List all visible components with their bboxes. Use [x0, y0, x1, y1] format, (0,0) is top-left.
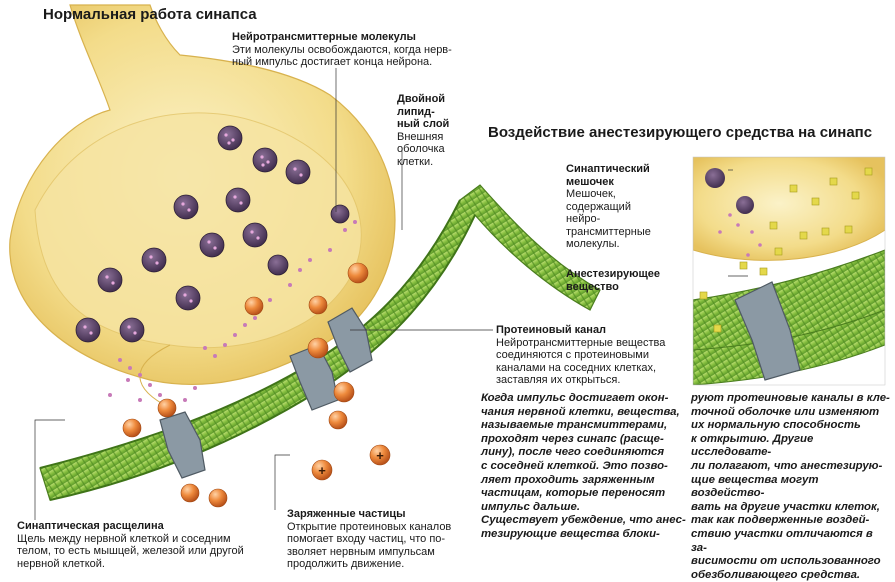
- body-text-right: руют протеиновые каналы в кле- точной об…: [691, 392, 890, 581]
- inset-frame: [692, 156, 886, 386]
- protein-channel-label-title: Протеиновый канал: [496, 324, 607, 336]
- anesthetic-label: Анестезирующее вещество: [566, 268, 676, 293]
- anesthetic-inset: [693, 157, 885, 385]
- vesicle-label: Синаптический мешочек Мешочек, содержащи…: [566, 163, 676, 251]
- protein-channel-label-text: Нейротрансмиттерные вещества соединяются…: [496, 336, 666, 387]
- charged-particles-label-text: Открытие протеиновых каналов помогает вх…: [287, 520, 452, 571]
- normal-synapse-title: Нормальная работа синапса: [43, 6, 257, 23]
- bilayer-label-title: Двойной липид- ный слой: [397, 93, 450, 130]
- synaptic-cleft-label-title: Синаптическая расщелина: [17, 520, 164, 532]
- vesicle-dots: [83, 133, 303, 335]
- plus-signs: + +: [318, 448, 384, 478]
- synaptic-cleft-label: Синаптическая расщелина Щель между нервн…: [17, 520, 287, 570]
- synaptic-cleft-label-text: Щель между нервной клеткой и соседним те…: [17, 532, 244, 570]
- anesthetic-title: Воздействие анестезирующего средства на …: [488, 124, 873, 141]
- body-text-left: Когда импульс достигает окон- чания нерв…: [481, 392, 686, 540]
- protein-channel-label: Протеиновый канал Нейротрансмиттерные ве…: [496, 324, 686, 387]
- leader-lines: [34, 68, 748, 520]
- anesthetic-label-title: Анестезирующее вещество: [566, 268, 661, 293]
- plus-sign-1: +: [318, 463, 326, 478]
- plus-sign-2: +: [376, 448, 384, 463]
- neurotransmitter-label-title: Нейротрансмиттерные молекулы: [232, 31, 416, 43]
- bilayer-label-text: Внешняя оболочка клетки.: [397, 130, 445, 168]
- neurotransmitter-label: Нейротрансмиттерные молекулы Эти молекул…: [232, 31, 492, 69]
- neurotransmitter-label-text: Эти молекулы освобождаются, когда нерв- …: [232, 43, 452, 69]
- vesicle-label-title: Синаптический мешочек: [566, 163, 650, 188]
- vesicle-label-text: Мешочек, содержащий нейро- трансмиттерны…: [566, 188, 651, 250]
- synaptic-vesicles: [75, 125, 350, 343]
- charged-particles-label-title: Заряженные частицы: [287, 508, 406, 520]
- bilayer-label: Двойной липид- ный слой Внешняя оболочка…: [397, 93, 467, 168]
- charged-particles: [122, 262, 391, 508]
- charged-particles-label: Заряженные частицы Открытие протеиновых …: [287, 508, 467, 571]
- neurotransmitter-molecules: [108, 220, 357, 412]
